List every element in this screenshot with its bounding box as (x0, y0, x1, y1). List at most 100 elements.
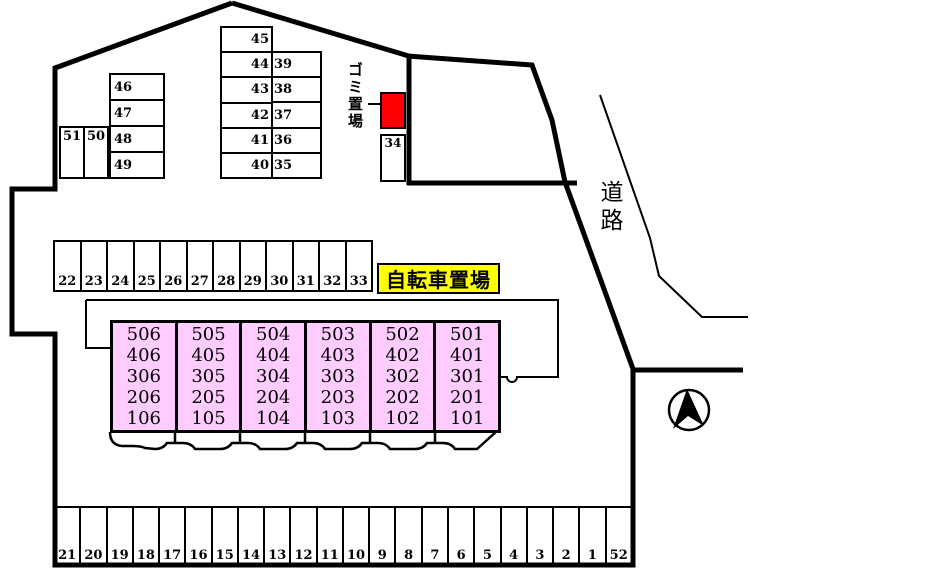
parking-stall: 25 (132, 242, 160, 290)
parking-stall: 39 (273, 53, 320, 76)
room-number: 306 (126, 366, 162, 387)
stall-number: 1 (587, 548, 597, 563)
room-number: 502 (385, 324, 420, 345)
parking-stall: 12 (289, 508, 315, 564)
parking-stall: 18 (131, 508, 158, 564)
room-number: 504 (256, 324, 291, 345)
stall-number: 51 (62, 129, 82, 144)
stall-number: 35 (274, 157, 293, 173)
parking-stall: 3 (525, 508, 552, 564)
parking-stall: 24 (106, 242, 133, 290)
stall-number: 23 (84, 274, 103, 289)
parking-stall: 36 (273, 126, 320, 152)
parking-stall: 40 (222, 151, 271, 177)
stall-number: 24 (111, 274, 130, 289)
stall-number: 39 (274, 57, 293, 73)
parking-stall: 26 (159, 242, 186, 290)
parking-column-45-40: 45 44 43 42 41 40 (220, 26, 273, 179)
parking-stall: 43 (222, 76, 271, 101)
parking-stall: 42 (222, 101, 271, 127)
parking-stall: 49 (111, 151, 163, 177)
parking-stall: 11 (315, 508, 342, 564)
room-number: 503 (320, 324, 356, 345)
room-number: 403 (320, 345, 356, 366)
room-number: 203 (320, 387, 356, 408)
north-arrow-icon (667, 388, 711, 432)
stall-number: 29 (243, 274, 262, 289)
parking-stall: 13 (263, 508, 289, 564)
parking-stall: 28 (212, 242, 239, 290)
parking-stall: 20 (79, 508, 105, 564)
room-number: 304 (256, 366, 291, 387)
parking-stall: 41 (222, 126, 271, 152)
room-number: 102 (385, 408, 420, 429)
parking-stall: 52 (604, 508, 631, 564)
stall-number: 6 (456, 548, 466, 563)
garbage-collection-box (380, 92, 406, 129)
room-number: 404 (256, 345, 291, 366)
stall-number: 40 (250, 157, 269, 173)
parking-stall: 8 (394, 508, 420, 564)
parking-stall: 46 (111, 75, 163, 99)
room-number: 302 (385, 366, 420, 387)
stall-number: 3 (535, 548, 545, 563)
stall-number: 44 (250, 57, 269, 73)
stall-number: 30 (270, 274, 289, 289)
parking-stall: 33 (344, 242, 372, 290)
parking-stall: 7 (420, 508, 447, 564)
stall-number: 37 (274, 107, 293, 123)
stall-number: 27 (190, 274, 209, 289)
stall-number: 45 (250, 32, 269, 48)
room-number: 405 (191, 345, 226, 366)
parking-stall: 27 (185, 242, 213, 290)
stall-number: 34 (384, 136, 402, 150)
parking-stall: 50 (83, 128, 107, 177)
stall-number: 13 (268, 548, 287, 563)
stall-number: 32 (323, 274, 342, 289)
parking-stall: 47 (111, 99, 163, 125)
stall-number: 19 (110, 548, 129, 563)
stall-number: 15 (215, 548, 234, 563)
road-label: 道路 (596, 180, 622, 236)
parking-stall: 19 (105, 508, 132, 564)
building-footprint-outline-left (85, 300, 110, 349)
parking-stall: 17 (158, 508, 184, 564)
parking-stall: 10 (341, 508, 368, 564)
stall-number: 16 (189, 548, 208, 563)
stall-number: 21 (58, 548, 77, 563)
room-number: 401 (450, 345, 485, 366)
room-number: 105 (191, 408, 226, 429)
parking-stall: 16 (184, 508, 210, 564)
stall-number: 52 (609, 548, 628, 563)
parking-stall: 48 (111, 125, 163, 151)
stall-number: 42 (250, 107, 269, 123)
stall-number: 22 (58, 274, 77, 289)
parking-stall: 1 (578, 508, 604, 564)
stall-number: 25 (137, 274, 156, 289)
stall-number: 5 (482, 548, 492, 563)
stall-number: 26 (164, 274, 183, 289)
room-number: 305 (191, 366, 226, 387)
parking-stall: 22 (55, 242, 80, 290)
stall-number: 8 (404, 548, 414, 563)
stall-number: 36 (274, 132, 293, 148)
parking-stall: 2 (552, 508, 578, 564)
parking-stall: 45 (222, 28, 271, 51)
balcony-dividers (173, 433, 437, 444)
stall-number: 4 (509, 548, 519, 563)
stall-number: 10 (347, 548, 366, 563)
stall-number: 31 (296, 274, 315, 289)
stall-number: 12 (294, 548, 313, 563)
room-number: 104 (256, 408, 291, 429)
parking-stall: 5 (473, 508, 499, 564)
